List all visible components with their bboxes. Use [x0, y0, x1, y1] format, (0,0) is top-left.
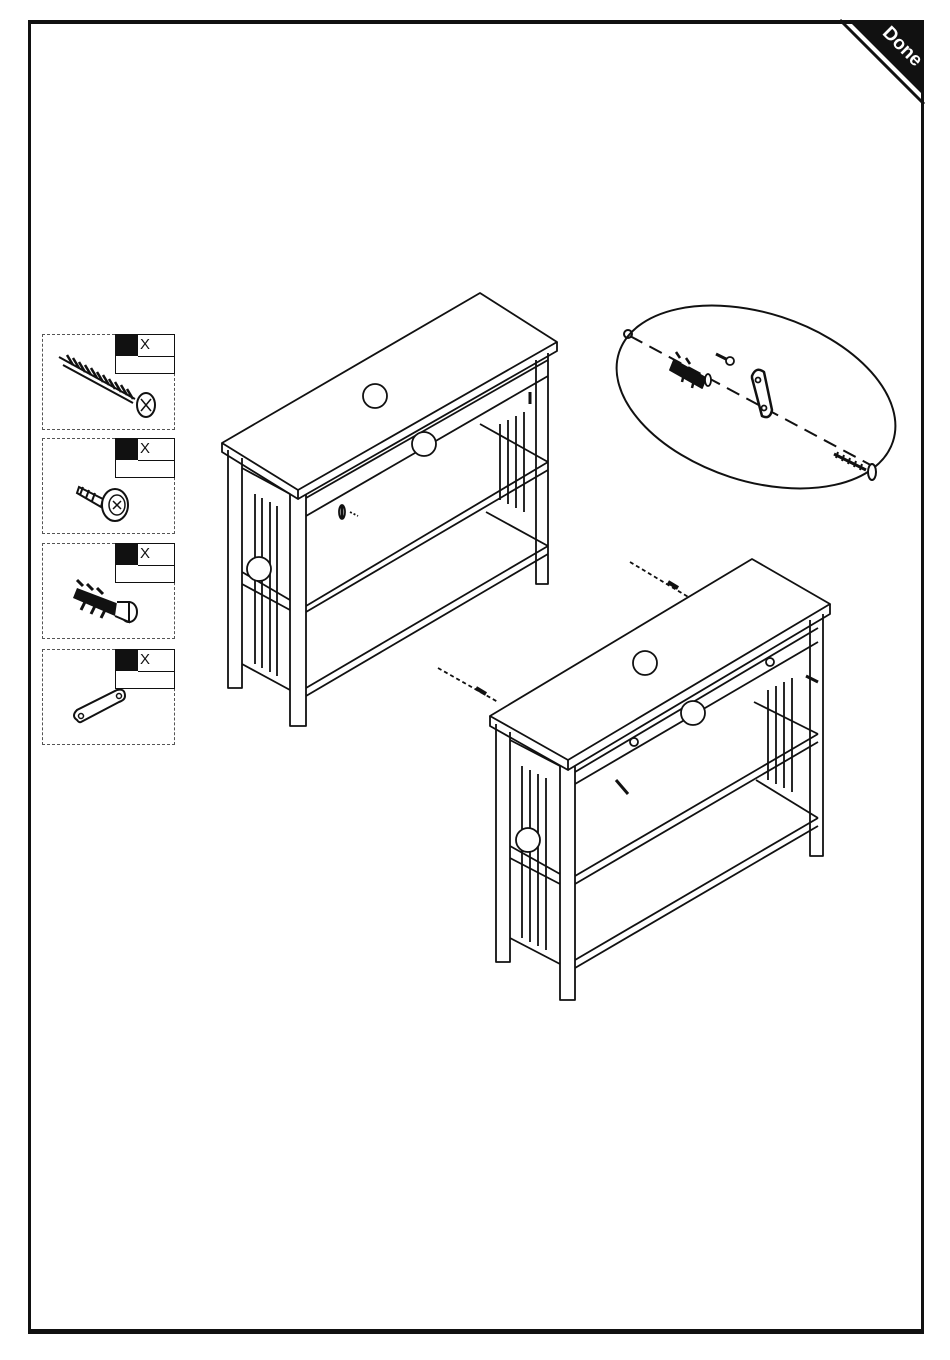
console-table-upper: [222, 293, 557, 726]
console-table-lower: [438, 559, 830, 1000]
anti-tip-assembly-detail: [593, 273, 919, 522]
